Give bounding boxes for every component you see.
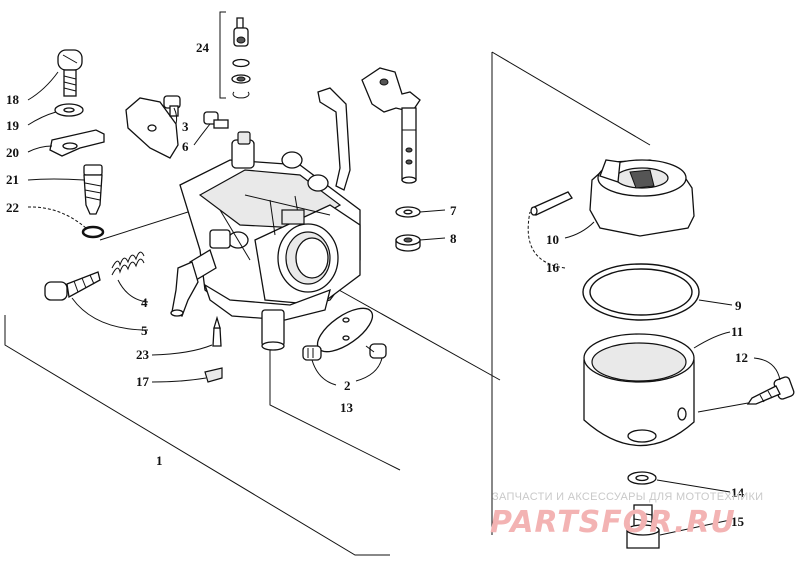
callout-15: 15 bbox=[731, 514, 745, 529]
callout-12: 12 bbox=[735, 350, 748, 365]
callout-16: 16 bbox=[546, 260, 560, 275]
callout-18: 18 bbox=[6, 92, 20, 107]
callout-20: 20 bbox=[6, 145, 19, 160]
throttle-shaft-assembly bbox=[361, 67, 421, 184]
part-10-float bbox=[589, 159, 695, 237]
callout-11: 11 bbox=[731, 324, 743, 339]
callout-22: 22 bbox=[6, 200, 19, 215]
callout-9: 9 bbox=[735, 298, 742, 313]
part-22-o-ring bbox=[81, 225, 105, 239]
callout-5: 5 bbox=[141, 323, 148, 338]
callout-10: 10 bbox=[546, 232, 559, 247]
callout-1: 1 bbox=[156, 453, 163, 468]
part-5-idle-screw bbox=[44, 271, 101, 301]
callout-3: 3 bbox=[182, 119, 189, 134]
part-3-choke-plate bbox=[125, 95, 181, 159]
callout-2: 2 bbox=[344, 378, 351, 393]
part-23-float-needle bbox=[212, 315, 222, 347]
part-19-washer bbox=[54, 103, 84, 117]
part-21-jet bbox=[83, 164, 103, 215]
part-7-washer bbox=[395, 206, 421, 218]
part-15-drain-bolt bbox=[626, 504, 660, 549]
callout-14: 14 bbox=[731, 485, 745, 500]
callout-8: 8 bbox=[450, 231, 457, 246]
part-11-float-bowl bbox=[583, 333, 695, 447]
part-6-screw bbox=[203, 111, 229, 129]
part-18-screw bbox=[57, 49, 83, 97]
callout-7: 7 bbox=[450, 203, 457, 218]
part-16-pin bbox=[530, 191, 573, 216]
part-14-washer bbox=[627, 471, 657, 485]
watermark-logo: PARTSFOR.RU bbox=[490, 505, 736, 540]
callout-6: 6 bbox=[182, 139, 189, 154]
part-13-plug bbox=[302, 345, 322, 361]
callout-19: 19 bbox=[6, 118, 20, 133]
assembly-outline bbox=[4, 51, 651, 556]
callout-labels: 1 2 3 4 5 6 7 8 9 10 11 12 13 14 15 16 1… bbox=[6, 40, 748, 529]
callout-13: 13 bbox=[340, 400, 354, 415]
callout-21: 21 bbox=[6, 172, 19, 187]
part-17-clip bbox=[204, 367, 223, 383]
part-9-gasket bbox=[582, 263, 700, 321]
watermark: ЗАПЧАСТИ И АКСЕССУАРЫ ДЛЯ МОТОТЕХНИКИ PA… bbox=[490, 491, 763, 540]
callout-17: 17 bbox=[136, 374, 150, 389]
callout-4: 4 bbox=[141, 295, 148, 310]
part-4-spring bbox=[111, 251, 145, 276]
callout-23: 23 bbox=[136, 347, 150, 362]
part-8-seal bbox=[395, 234, 421, 252]
callout-24: 24 bbox=[196, 40, 210, 55]
carburetor-body bbox=[170, 87, 361, 351]
part-20-bracket bbox=[49, 129, 105, 157]
part-24-pilot-screw-set bbox=[219, 11, 251, 99]
leader-lines bbox=[27, 71, 781, 536]
part-2-throttle-plate bbox=[316, 307, 387, 359]
watermark-tagline: ЗАПЧАСТИ И АКСЕССУАРЫ ДЛЯ МОТОТЕХНИКИ bbox=[492, 491, 763, 503]
part-12-screw bbox=[746, 376, 795, 405]
